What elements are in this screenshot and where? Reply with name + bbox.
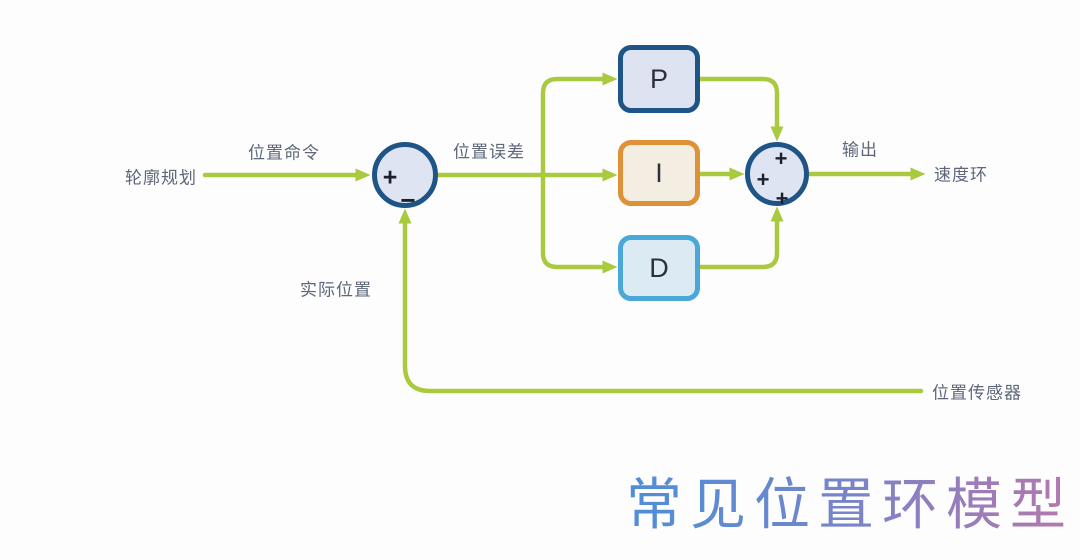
label-output: 输出 <box>842 140 878 160</box>
label-actual-position: 实际位置 <box>300 280 372 300</box>
label-position-sensor: 位置传感器 <box>932 383 1022 403</box>
label-velocity-loop: 速度环 <box>934 165 988 185</box>
block-proportional: P <box>618 45 700 113</box>
label-position-error: 位置误差 <box>453 142 525 162</box>
label-position-command: 位置命令 <box>248 143 320 163</box>
wire-feedback <box>398 208 924 394</box>
wire-branch-to-p <box>540 72 618 178</box>
wire-d-to-sum <box>697 206 784 270</box>
wire-branch-to-d <box>540 172 618 274</box>
block-derivative: D <box>618 235 700 301</box>
plus-sign: + <box>775 186 789 211</box>
block-integral: I <box>618 140 700 206</box>
summing-junction-error: + − <box>372 142 438 213</box>
block-proportional-label: P <box>649 63 668 94</box>
plus-sign: + <box>382 163 398 192</box>
plus-sign: + <box>756 167 770 192</box>
summing-junction-sum: + + + <box>745 142 809 210</box>
wire-p-to-sum <box>697 76 784 142</box>
minus-sign: − <box>400 185 416 215</box>
plus-sign: + <box>774 146 788 171</box>
diagram-title: 常见位置环模型 <box>626 473 1074 536</box>
label-contour-planning: 轮廓规划 <box>125 168 197 188</box>
block-derivative-label: D <box>649 252 669 283</box>
block-integral-label: I <box>655 157 663 188</box>
